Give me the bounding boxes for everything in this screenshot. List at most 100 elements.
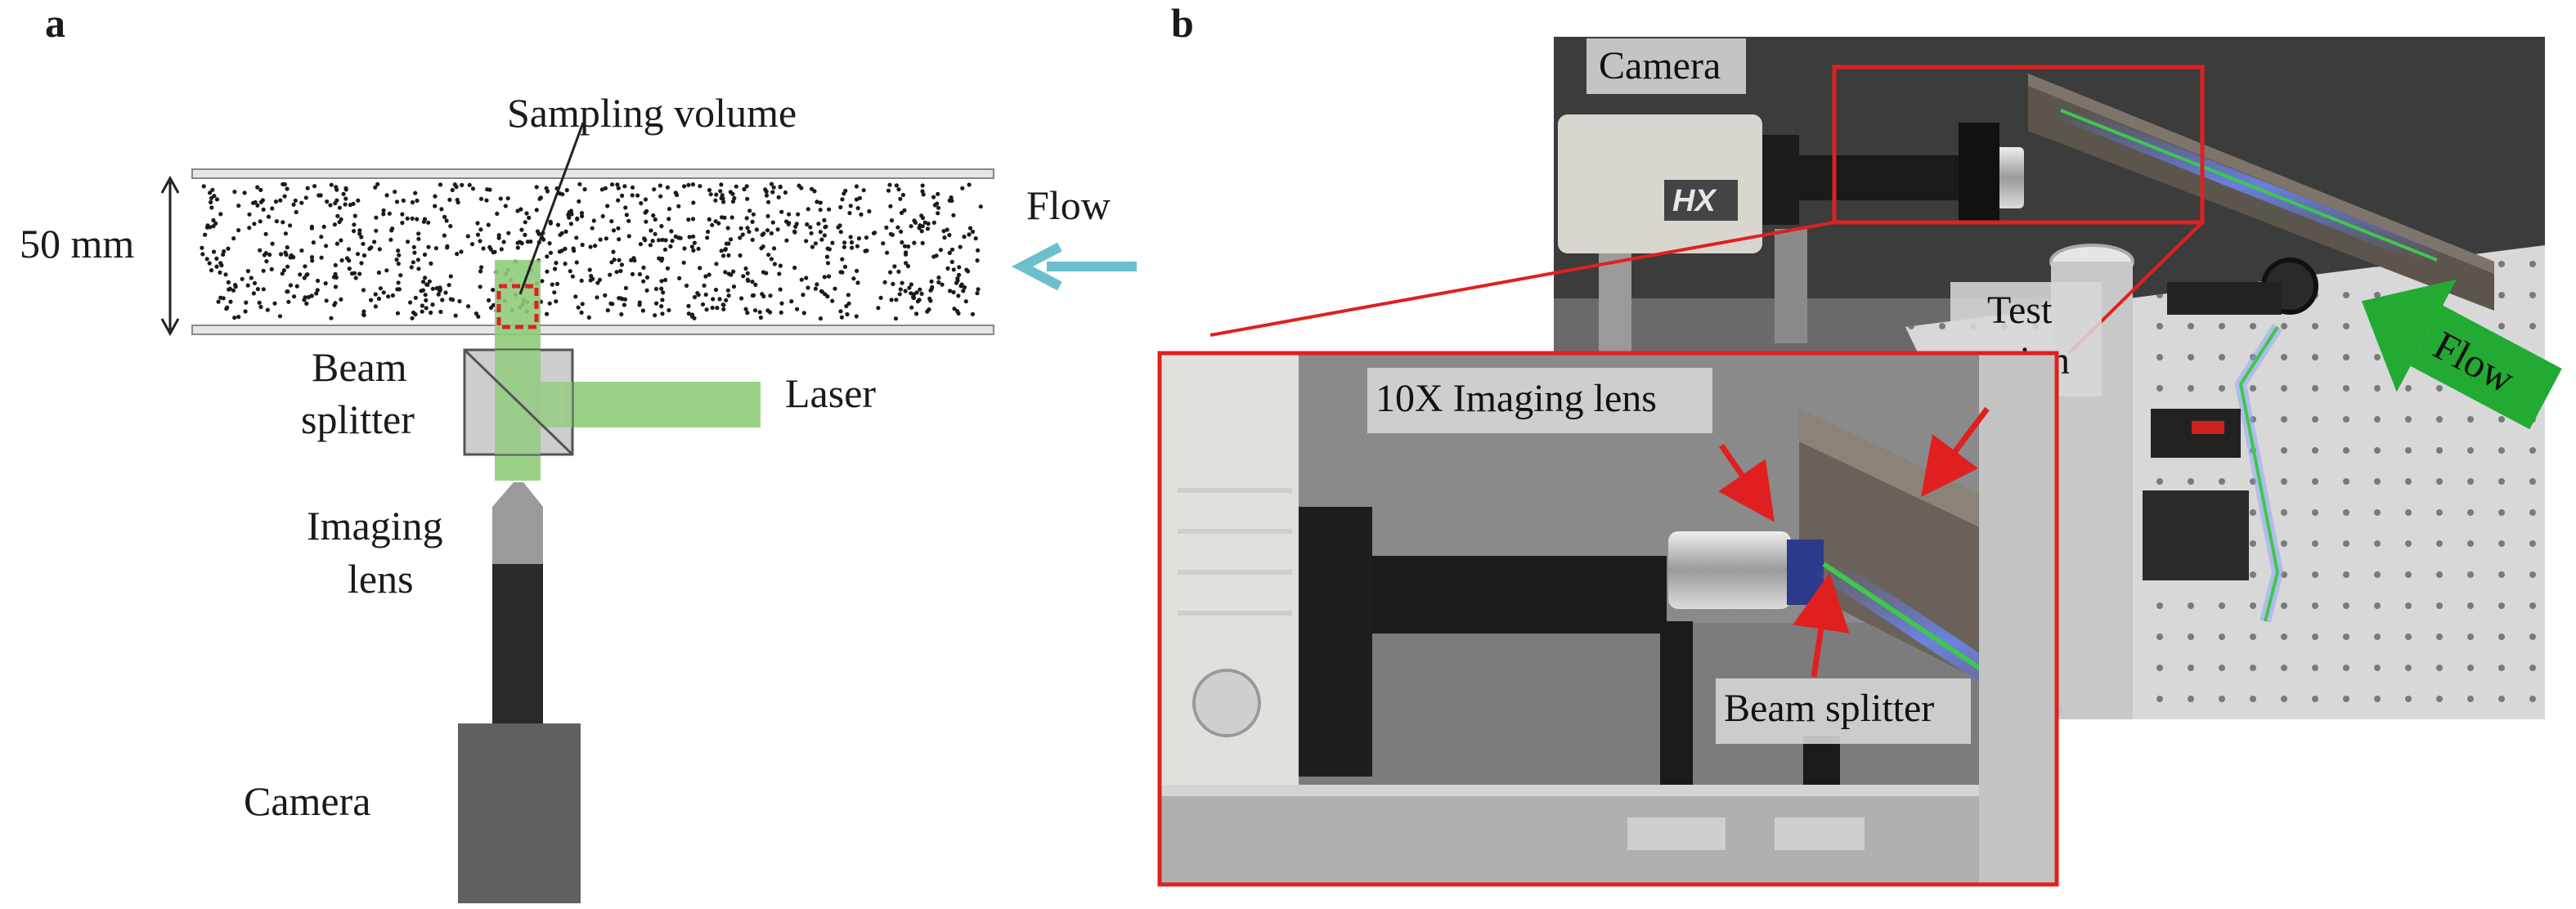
particle [573, 294, 578, 299]
particle [640, 308, 646, 313]
particle [465, 234, 470, 239]
particle [352, 229, 357, 234]
particle [713, 287, 719, 293]
particle [747, 229, 752, 235]
particle [958, 244, 963, 249]
particle [630, 185, 635, 190]
particle [396, 262, 401, 266]
particle [538, 195, 544, 200]
particle [416, 231, 421, 236]
particle [945, 227, 949, 232]
particle [405, 216, 410, 221]
particle [772, 262, 778, 266]
particle [554, 299, 559, 304]
particle [669, 229, 674, 234]
particle [486, 222, 491, 227]
particle [251, 200, 256, 205]
particle [572, 249, 577, 253]
particle [501, 240, 506, 244]
particle [291, 202, 296, 207]
particle [491, 250, 496, 255]
particle [421, 280, 426, 284]
particle [747, 208, 752, 213]
particle [711, 297, 716, 302]
particle [717, 297, 722, 302]
particle [603, 186, 608, 190]
particle [273, 199, 279, 204]
particle [387, 211, 392, 216]
particle [580, 302, 585, 307]
particle [690, 182, 696, 187]
zoom-inset-frame [1157, 351, 2059, 887]
particle [398, 273, 403, 278]
particle [738, 253, 743, 258]
particle [832, 286, 837, 291]
particle [593, 244, 598, 249]
particle [696, 246, 701, 251]
particle [369, 298, 374, 302]
particle [888, 204, 893, 208]
particle [445, 244, 450, 249]
particle [299, 248, 304, 253]
particle [659, 304, 664, 309]
particle [958, 284, 963, 289]
particle [535, 229, 541, 234]
particle [484, 198, 489, 203]
particle [936, 211, 940, 216]
particle [228, 299, 233, 304]
particle [644, 219, 648, 224]
particle [453, 313, 458, 318]
particle [721, 302, 726, 307]
particle [894, 298, 899, 302]
particle [611, 249, 616, 254]
particle [361, 312, 366, 318]
particle [388, 237, 393, 242]
particle [906, 244, 911, 249]
particle [420, 309, 424, 314]
particle [568, 222, 574, 226]
particle [783, 190, 788, 195]
particle [609, 260, 614, 265]
particle [660, 237, 665, 243]
particle [676, 204, 681, 208]
particle [498, 196, 503, 201]
particle [761, 270, 766, 275]
particle [719, 249, 724, 253]
particle [285, 186, 289, 191]
particle [598, 237, 603, 242]
particle [843, 188, 848, 193]
particle [309, 255, 315, 260]
particle [796, 212, 801, 217]
particle [887, 182, 892, 187]
particle [347, 266, 352, 271]
particle [266, 214, 272, 219]
particle [207, 261, 212, 266]
particle [377, 247, 382, 252]
beam-splitter-label-b: Beam splitter [1724, 687, 1934, 730]
particle [285, 289, 289, 294]
particle [279, 252, 284, 257]
particle [413, 190, 418, 195]
particle [265, 307, 270, 312]
particle [885, 250, 890, 255]
particle [620, 297, 625, 302]
particle [765, 308, 770, 313]
particle [653, 231, 657, 236]
particle [751, 212, 756, 217]
particle [310, 258, 315, 263]
particle [754, 227, 760, 232]
particle [475, 221, 480, 226]
particle [410, 199, 415, 205]
particle [550, 282, 554, 287]
particle [361, 241, 366, 246]
particle [211, 249, 217, 254]
particle [277, 314, 283, 319]
particle [918, 287, 922, 292]
particle [269, 266, 274, 271]
particle [272, 301, 277, 306]
particle [595, 280, 600, 285]
particle [707, 217, 711, 222]
particle [242, 190, 247, 195]
particle [698, 184, 702, 189]
particle [763, 187, 768, 192]
